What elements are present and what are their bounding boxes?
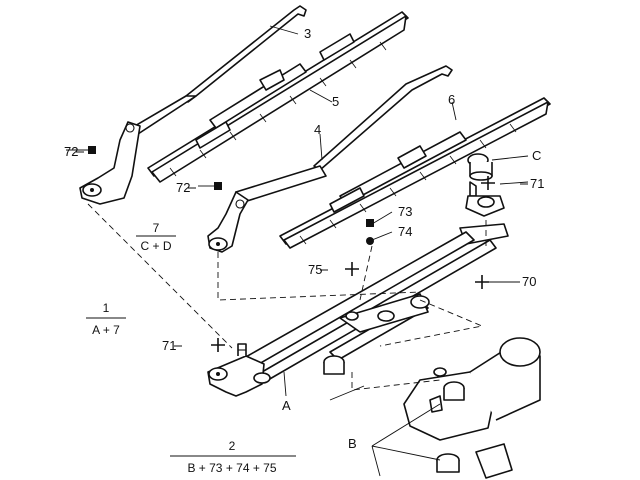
- cross-marker-70: [475, 275, 489, 289]
- callout-A: A: [282, 398, 291, 413]
- wiper-blade-left: [147, 11, 409, 183]
- cross-marker-71b: [211, 338, 225, 352]
- fraction-1-over-A-7: 1 A + 7: [86, 301, 126, 337]
- leader-lines: [66, 25, 529, 477]
- wiper-arm-right: [207, 65, 453, 253]
- fraction-3-numerator: 2: [229, 439, 236, 453]
- fraction-1-numerator: 7: [153, 221, 160, 235]
- fraction-2-denominator: A + 7: [92, 323, 120, 337]
- callout-74: 74: [398, 224, 412, 239]
- wiper-motor: [403, 337, 541, 479]
- right-pivot-assembly: [459, 153, 509, 245]
- fraction-2-over-B-73-74-75: 2 B + 73 + 74 + 75: [170, 439, 296, 475]
- wiper-arm-left: [79, 5, 307, 205]
- callout-6: 6: [448, 92, 455, 107]
- fraction-7-over-C-D: 7 C + D: [136, 221, 176, 253]
- callout-70: 70: [522, 274, 536, 289]
- callout-75: 75: [308, 262, 322, 277]
- fraction-3-denominator: B + 73 + 74 + 75: [187, 461, 276, 475]
- callout-72-right: 72: [176, 180, 190, 195]
- square-marker-72b: [214, 182, 222, 190]
- callout-73: 73: [398, 204, 412, 219]
- dot-marker-74: [366, 237, 374, 245]
- callout-5: 5: [332, 94, 339, 109]
- fraction-1-denominator: C + D: [140, 239, 171, 253]
- callout-labels: 3 5 4 6 72 72 C 71 73 74 75 70 71 A B: [64, 26, 544, 451]
- assembly-dashed-lines: [87, 203, 487, 391]
- callout-3: 3: [304, 26, 311, 41]
- fraction-2-numerator: 1: [103, 301, 110, 315]
- square-marker-73: [366, 219, 374, 227]
- cross-marker-75: [345, 262, 359, 276]
- callout-71-left: 71: [162, 338, 176, 353]
- wiper-blade-right: [279, 97, 551, 249]
- callout-C: C: [532, 148, 541, 163]
- callout-72-left: 72: [64, 144, 78, 159]
- reference-symbols: [88, 146, 495, 352]
- square-marker-72a: [88, 146, 96, 154]
- cross-marker-71a: [481, 176, 495, 190]
- drive-link: [323, 293, 430, 375]
- callout-71-right: 71: [530, 176, 544, 191]
- callout-4: 4: [314, 122, 321, 137]
- callout-B: B: [348, 436, 357, 451]
